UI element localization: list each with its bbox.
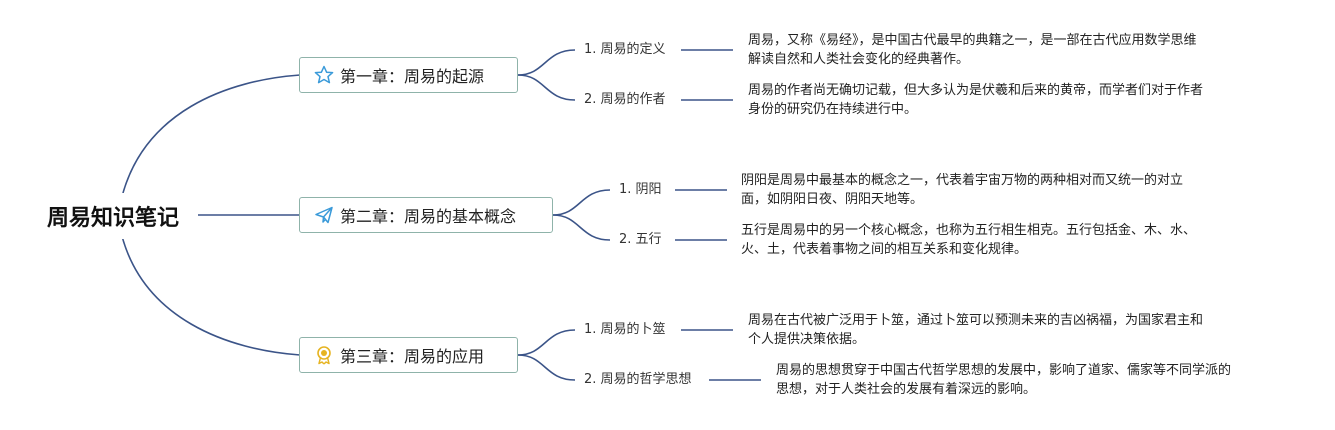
note-line: 周易的思想贯穿于中国古代哲学思想的发展中，影响了道家、儒家等不同学派的 [776, 363, 1232, 378]
note-line: 解读自然和人类社会变化的经典著作。 [748, 52, 970, 67]
note-3-2: 周易的思想贯穿于中国古代哲学思想的发展中，影响了道家、儒家等不同学派的 思想，对… [776, 361, 1231, 399]
star-icon [314, 65, 334, 85]
note-2-2: 五行是周易中的另一个核心概念，也称为五行相生相克。五行包括金、木、水、 火、土，… [741, 221, 1196, 259]
link-root-ch1 [119, 74, 301, 206]
link-ch3-s1 [517, 329, 576, 356]
link-root-ch3 [119, 227, 301, 356]
note-line: 周易的作者尚无确切记载，但大多认为是伏羲和后来的黄帝，而学者们对于作者 [748, 83, 1204, 98]
section-2-2[interactable]: 2. 五行 [619, 232, 662, 247]
chapter-1-node[interactable]: 第一章：周易的起源 [299, 57, 518, 93]
section-2-1[interactable]: 1. 阴阳 [619, 182, 662, 197]
note-line: 面，如阴阳日夜、阴阳天地等。 [741, 192, 924, 207]
chapter-2-node[interactable]: 第二章：周易的基本概念 [299, 197, 553, 233]
note-line: 思想，对于人类社会的发展有着深远的影响。 [776, 382, 1037, 397]
link-ch3-s2 [517, 354, 576, 381]
section-1-2[interactable]: 2. 周易的作者 [584, 92, 666, 107]
note-line: 个人提供决策依据。 [748, 332, 866, 347]
note-1-2: 周易的作者尚无确切记载，但大多认为是伏羲和后来的黄帝，而学者们对于作者 身份的研… [748, 81, 1203, 119]
medal-icon [314, 345, 334, 365]
chapter-1-title: 第一章：周易的起源 [340, 67, 485, 86]
note-line: 五行是周易中的另一个核心概念，也称为五行相生相克。五行包括金、木、水、 [741, 223, 1197, 238]
section-3-2[interactable]: 2. 周易的哲学思想 [584, 372, 692, 387]
note-line: 火、土，代表着事物之间的相互关系和变化规律。 [741, 242, 1028, 257]
note-line: 周易，又称《易经》，是中国古代最早的典籍之一，是一部在古代应用数学思维 [748, 33, 1197, 48]
note-3-1: 周易在古代被广泛用于卜筮，通过卜筮可以预测未来的吉凶祸福，为国家君主和 个人提供… [748, 311, 1203, 349]
chapter-3-title: 第三章：周易的应用 [340, 347, 485, 366]
root-topic[interactable]: 周易知识笔记 [28, 193, 198, 239]
link-ch2-s1 [552, 189, 611, 216]
note-line: 身份的研究仍在持续进行中。 [748, 102, 918, 117]
note-1-1: 周易，又称《易经》，是中国古代最早的典籍之一，是一部在古代应用数学思维 解读自然… [748, 31, 1197, 69]
note-line: 阴阳是周易中最基本的概念之一，代表着宇宙万物的两种相对而又统一的对立 [741, 173, 1184, 188]
section-1-1[interactable]: 1. 周易的定义 [584, 42, 666, 57]
link-ch1-s1 [517, 49, 576, 76]
paper-plane-icon [314, 205, 334, 225]
link-ch1-s2 [517, 74, 576, 101]
note-line: 周易在古代被广泛用于卜筮，通过卜筮可以预测未来的吉凶祸福，为国家君主和 [748, 313, 1204, 328]
section-3-1[interactable]: 1. 周易的卜筮 [584, 322, 666, 337]
chapter-3-node[interactable]: 第三章：周易的应用 [299, 337, 518, 373]
link-ch2-s2 [552, 214, 611, 241]
note-2-1: 阴阳是周易中最基本的概念之一，代表着宇宙万物的两种相对而又统一的对立 面，如阴阳… [741, 171, 1183, 209]
chapter-2-title: 第二章：周易的基本概念 [340, 207, 517, 226]
